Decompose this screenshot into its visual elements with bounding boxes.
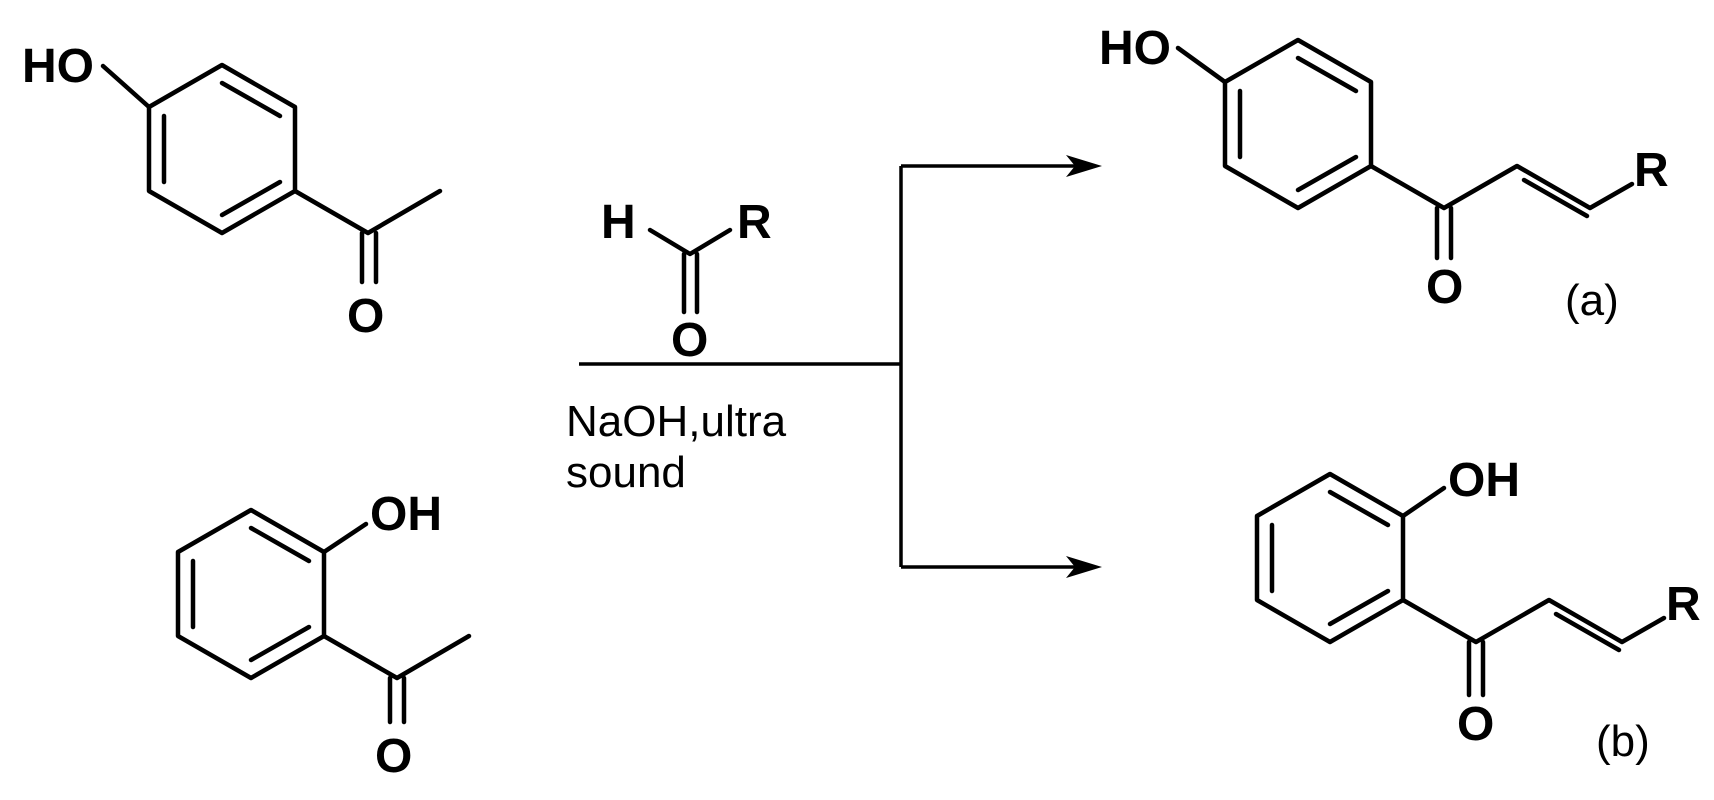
reactant-2-hydroxyl-label: OH [370,488,442,541]
product-a: HO R O (a) [1099,22,1669,325]
product-a-hydroxyl-label: HO [1099,22,1171,75]
conditions-line-2: sound [566,448,686,497]
product-a-r-label: R [1634,144,1669,197]
aldehyde-reagent: H R O [601,196,772,367]
product-b-carbonyl-label: O [1457,698,1494,751]
product-a-tag: (a) [1565,276,1619,325]
conditions-line-1: NaOH,ultra [566,397,787,446]
reactant-1-acetyl-bonds [292,188,443,285]
aldehyde-bonds [647,227,733,315]
product-a-oh-bond [1175,45,1228,85]
reactant-2-ring [175,507,327,681]
product-b-tag: (b) [1596,717,1650,766]
aldehyde-hydrogen-label: H [601,196,636,249]
reactant-1-oh-bond [100,63,152,110]
reactant-2-oh-bond [321,521,369,555]
product-b-ring [1254,471,1406,645]
product-b-oh-bond [1400,485,1447,519]
reactant-1-carbonyl-label: O [347,290,384,343]
product-b: OH R O (b) [1254,454,1701,766]
product-a-carbonyl-label: O [1426,261,1463,314]
aldehyde-carbonyl-label: O [671,314,708,367]
reactant-2-ring-double-bonds [190,525,312,663]
product-a-ring-double-bonds [1237,55,1359,193]
reactant-4-hydroxyacetophenone: HO O [22,40,443,343]
reactant-1-hydroxyl-label: HO [22,40,94,93]
reactant-1-ring [146,62,298,236]
reactant-2-acetyl-bonds [321,633,472,725]
aldehyde-r-label: R [737,196,772,249]
product-a-ring [1222,37,1374,211]
reactant-1-ring-double-bonds [161,80,283,218]
arrow-head-top [1066,155,1102,177]
product-b-ring-double-bonds [1269,489,1391,627]
reactant-2-carbonyl-label: O [375,730,412,783]
product-b-hydroxyl-label: OH [1448,454,1520,507]
product-b-r-label: R [1666,578,1701,631]
product-b-enone-bonds [1400,597,1667,698]
arrow-head-bottom [1066,556,1102,578]
reaction-arrow [579,155,1102,578]
product-a-enone-bonds [1368,163,1635,261]
reactant-2-hydroxyacetophenone: OH O [175,488,472,783]
